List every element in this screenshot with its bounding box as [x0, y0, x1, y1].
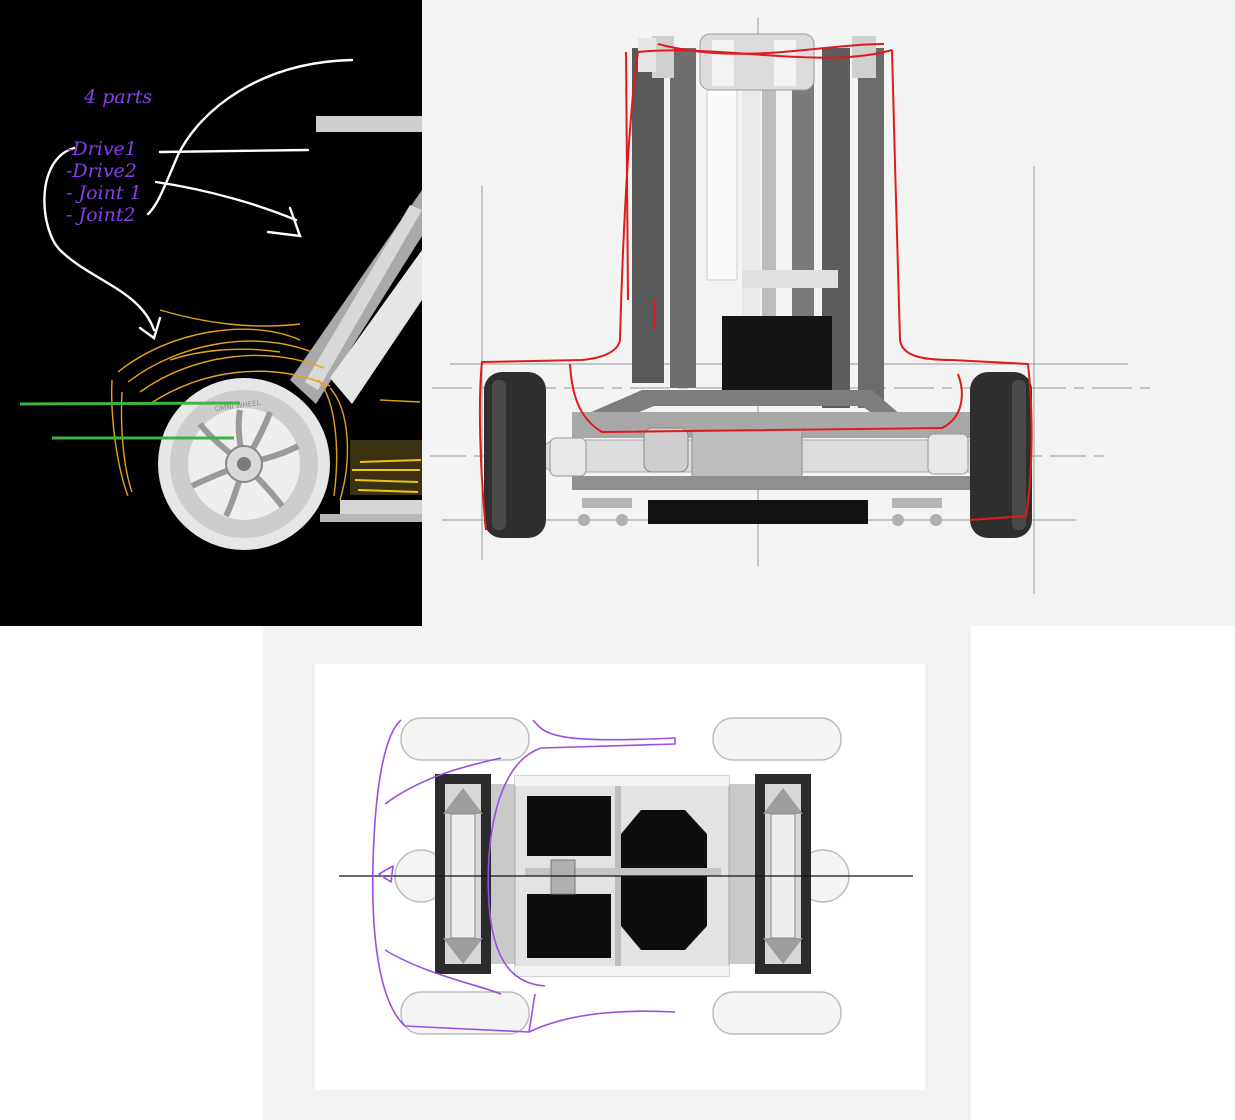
joint-axis-line: [19, 401, 241, 406]
arm-belt: [305, 205, 422, 390]
note-item-drive2: -Drive2: [66, 160, 137, 182]
note-title: 4 parts: [84, 86, 153, 108]
motor-block: [722, 316, 832, 398]
note-item-joint1: - Joint 1: [66, 182, 142, 204]
wheel-right: [970, 372, 1032, 538]
wheel-left: [484, 372, 546, 538]
omni-wheel: OMNI WHEEL: [158, 378, 330, 550]
front-view-panel: [422, 0, 1235, 626]
top-rail: [316, 116, 422, 132]
note-item-drive1: -Drive1: [66, 138, 137, 160]
mast: [632, 33, 884, 408]
electronics: [350, 440, 422, 495]
top-view-drawing: [339, 717, 913, 1035]
side-view-drawing: OMNI WHEEL: [19, 58, 422, 550]
purple-outline-sketch: [371, 719, 676, 1033]
left-bogie: [435, 774, 515, 974]
wheels-top: [394, 717, 850, 1035]
frame-bottom-rail: [340, 500, 422, 516]
red-outline-sketch: [478, 43, 1033, 531]
frame-strut: [330, 250, 422, 404]
top-view-panel: [315, 664, 925, 1090]
annotation-arrows: [43, 58, 354, 340]
side-view-panel: OMNI WHEEL 4 parts -: [0, 0, 422, 626]
right-bogie: [729, 774, 811, 974]
chassis: [541, 390, 1023, 526]
front-view-drawing: [430, 18, 1152, 594]
note-item-joint2: - Joint2: [66, 204, 136, 226]
